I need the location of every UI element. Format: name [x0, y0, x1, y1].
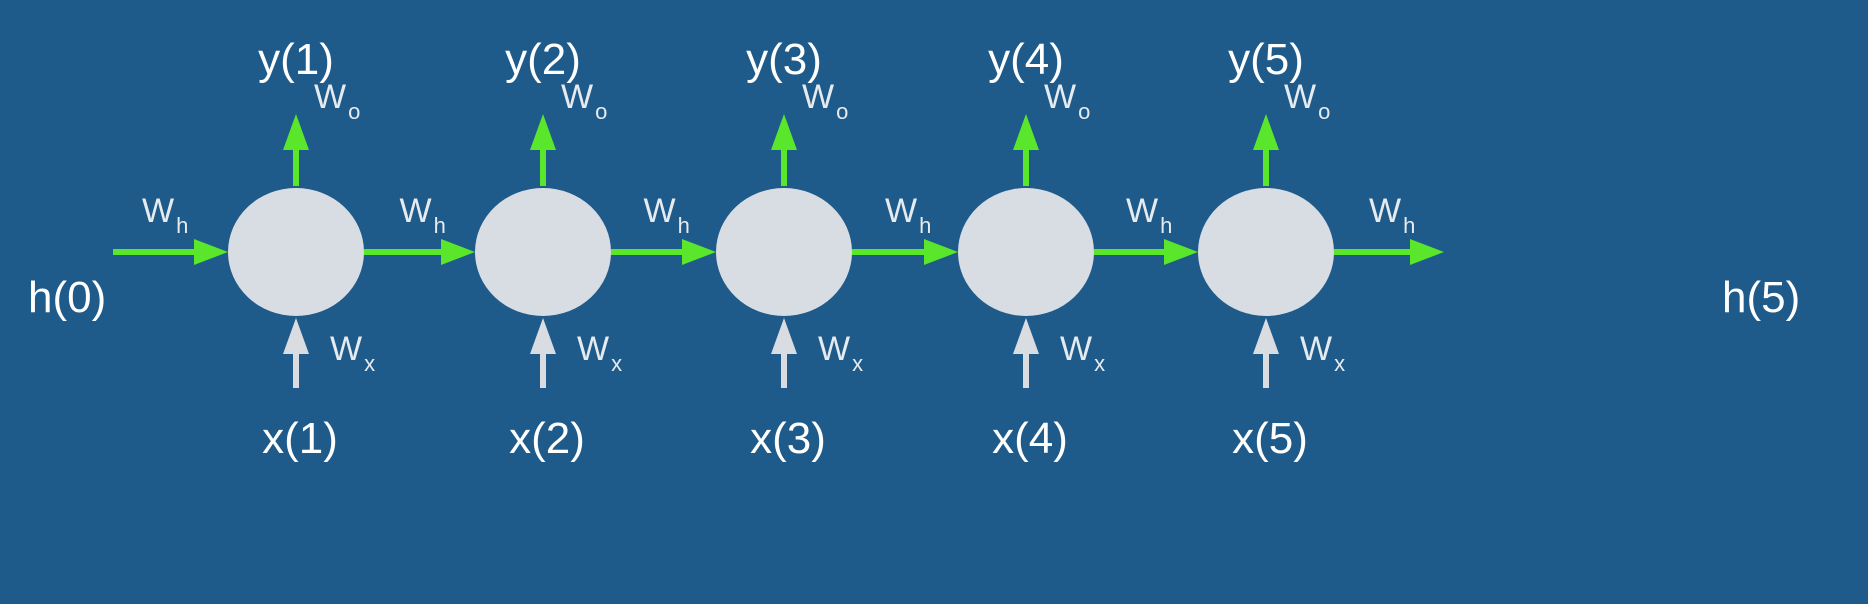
weight-label-input-2: Wx — [577, 330, 622, 376]
hidden-arrow-2 — [611, 239, 716, 265]
hidden-arrow-4-head — [1164, 239, 1198, 265]
output-label-4: y(4) — [988, 35, 1064, 84]
input-arrow-2-head — [530, 318, 556, 354]
input-arrow-2 — [530, 318, 556, 388]
input-arrow-4-head — [1013, 318, 1039, 354]
output-label-5: y(5) — [1228, 35, 1304, 84]
output-label-2: y(2) — [505, 35, 581, 84]
rnn-cell-node-5 — [1198, 188, 1334, 316]
hidden-arrow-0 — [113, 239, 228, 265]
hidden-arrow-5-head — [1410, 239, 1444, 265]
nodes-layer — [228, 188, 1334, 316]
weight-label-input-1: Wx — [330, 330, 375, 376]
output-arrow-1 — [283, 114, 309, 186]
weight-label-output-1: Wo — [314, 78, 360, 124]
hidden-arrow-2-head — [682, 239, 716, 265]
output-arrow-2-head — [530, 114, 556, 150]
hidden-arrow-5 — [1334, 239, 1444, 265]
output-arrow-4-head — [1013, 114, 1039, 150]
weight-label-input-3: Wx — [818, 330, 863, 376]
input-arrow-4 — [1013, 318, 1039, 388]
weight-label-hidden-2: Wh — [644, 192, 690, 238]
hidden-arrow-1-head — [441, 239, 475, 265]
input-label-3: x(3) — [750, 414, 826, 463]
input-label-2: x(2) — [509, 414, 585, 463]
input-arrow-3 — [771, 318, 797, 388]
output-label-1: y(1) — [258, 35, 334, 84]
output-arrow-3-head — [771, 114, 797, 150]
weight-label-output-5: Wo — [1284, 78, 1330, 124]
hidden-arrow-3-head — [924, 239, 958, 265]
output-arrow-5 — [1253, 114, 1279, 186]
rnn-cell-node-1 — [228, 188, 364, 316]
output-arrow-3 — [771, 114, 797, 186]
output-label-3: y(3) — [746, 35, 822, 84]
weight-label-input-4: Wx — [1060, 330, 1105, 376]
weight-label-output-4: Wo — [1044, 78, 1090, 124]
hidden-arrow-1 — [364, 239, 475, 265]
hidden-arrow-3 — [852, 239, 958, 265]
weight-label-hidden-4: Wh — [1126, 192, 1172, 238]
weight-label-output-3: Wo — [802, 78, 848, 124]
hidden-arrow-0-head — [194, 239, 228, 265]
final-hidden-state-label: h(5) — [1722, 273, 1800, 322]
input-arrow-1-head — [283, 318, 309, 354]
input-arrow-5-head — [1253, 318, 1279, 354]
weight-label-output-2: Wo — [561, 78, 607, 124]
input-arrow-5 — [1253, 318, 1279, 388]
weight-label-hidden-0: Wh — [142, 192, 188, 238]
output-arrow-4 — [1013, 114, 1039, 186]
output-arrow-1-head — [283, 114, 309, 150]
initial-hidden-state-label: h(0) — [28, 273, 106, 322]
input-label-4: x(4) — [992, 414, 1068, 463]
rnn-cell-node-2 — [475, 188, 611, 316]
rnn-cell-node-4 — [958, 188, 1094, 316]
weight-label-hidden-5: Wh — [1369, 192, 1415, 238]
weight-label-input-5: Wx — [1300, 330, 1345, 376]
input-arrow-3-head — [771, 318, 797, 354]
output-arrow-2 — [530, 114, 556, 186]
weight-label-hidden-1: Wh — [400, 192, 446, 238]
weight-label-hidden-3: Wh — [885, 192, 931, 238]
arrows-layer — [113, 114, 1444, 388]
output-arrow-5-head — [1253, 114, 1279, 150]
input-arrow-1 — [283, 318, 309, 388]
hidden-arrow-4 — [1094, 239, 1198, 265]
rnn-cell-node-3 — [716, 188, 852, 316]
input-label-1: x(1) — [262, 414, 338, 463]
input-label-5: x(5) — [1232, 414, 1308, 463]
